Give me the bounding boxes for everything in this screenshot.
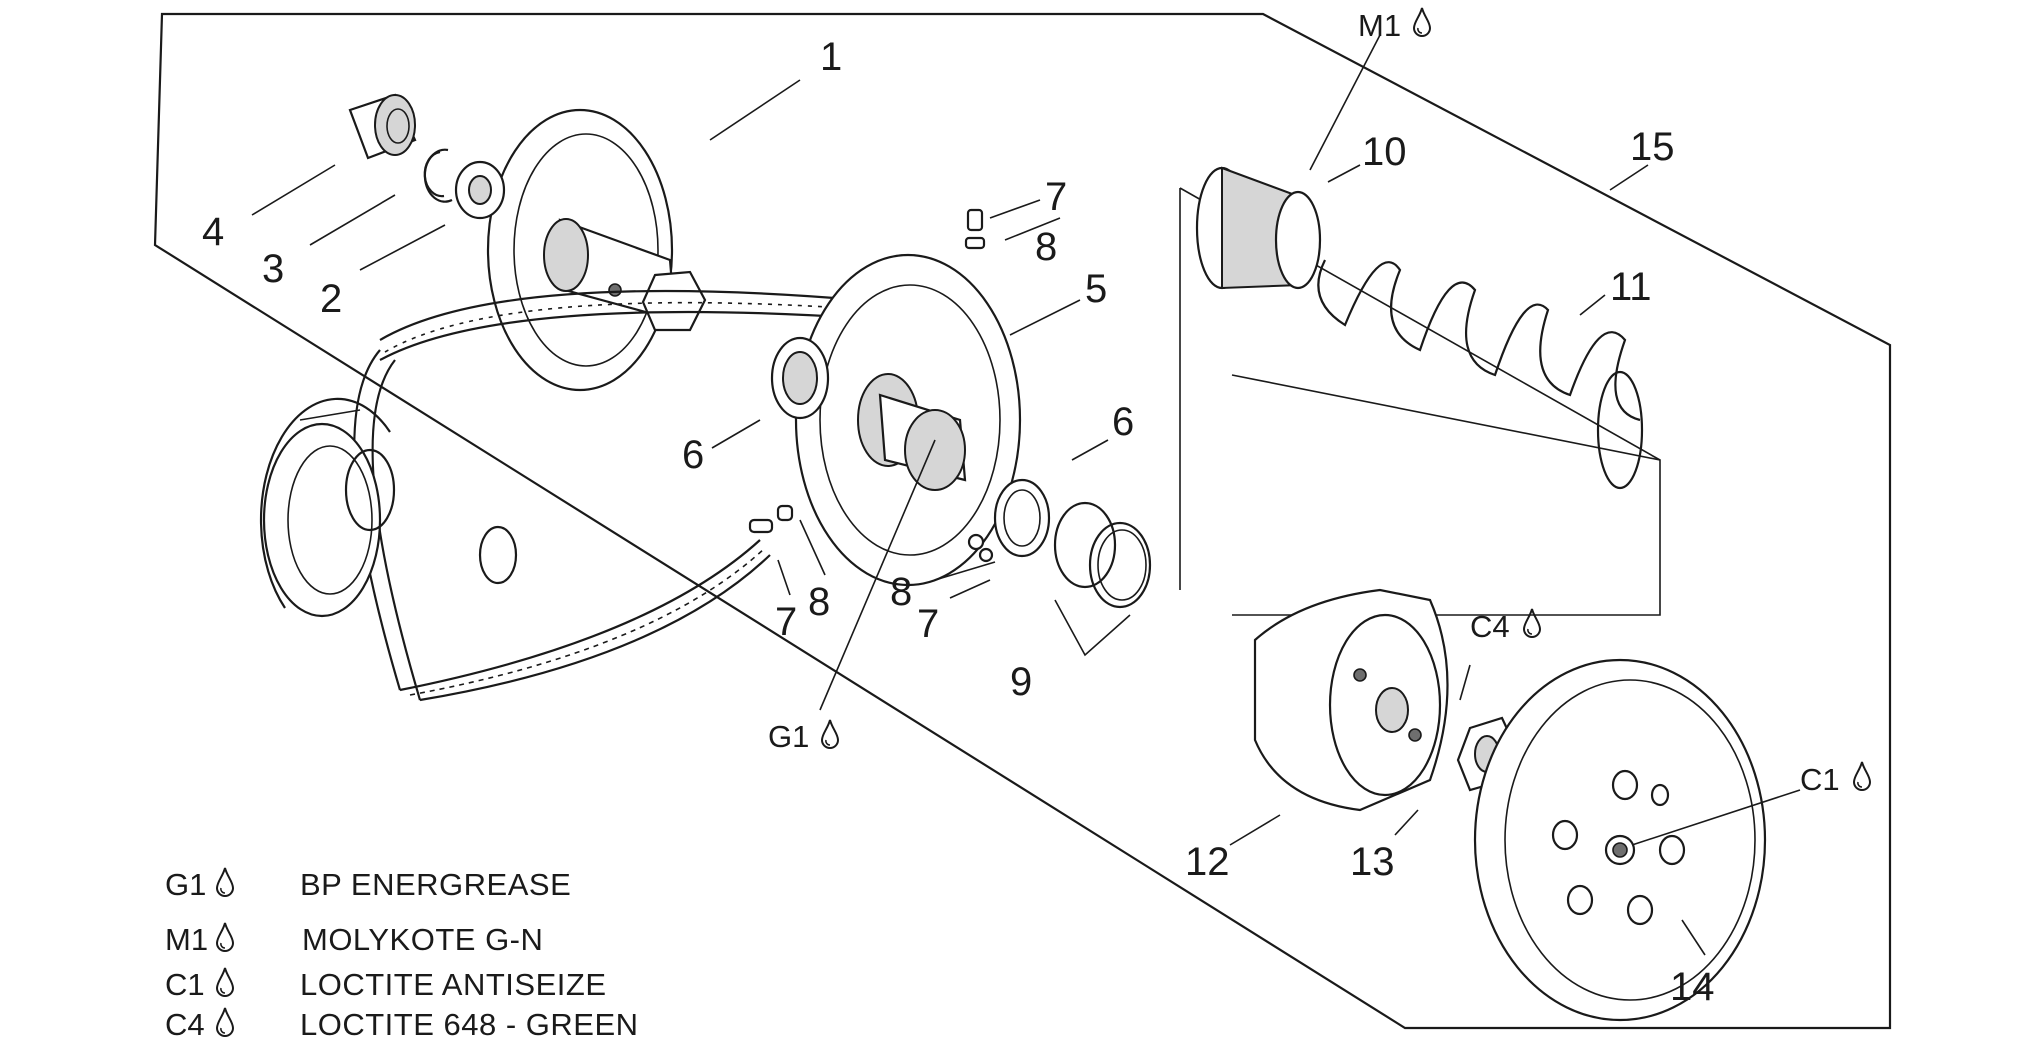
callout-13: 13: [1350, 840, 1395, 884]
guide-pins: [748, 208, 994, 563]
clutch-assembly: [1253, 588, 1449, 812]
drop-icon: [216, 1007, 234, 1037]
callout-2: 2: [320, 277, 342, 321]
marker-c4: C4: [1470, 609, 1510, 644]
callout-11: 11: [1610, 265, 1652, 309]
circlip: [423, 148, 453, 203]
callout-12: 12: [1185, 840, 1230, 884]
callout-7c: 7: [917, 602, 939, 646]
roller-bearing: [348, 93, 417, 160]
callout-labels: 1 2 3 4 5 6 6 7 7 7 8 8 8 9 10 11 12 13 …: [202, 35, 1715, 1009]
marker-m1: M1: [1358, 8, 1401, 43]
bearing: [454, 160, 506, 220]
callout-8c: 8: [890, 570, 912, 614]
lubricant-markers: M1 G1 C4 C1: [768, 7, 1871, 797]
movable-pulley-half: [794, 253, 1022, 587]
callout-7a: 7: [1045, 175, 1067, 219]
drop-icon: [1853, 761, 1871, 791]
drive-pulley-half: [486, 108, 707, 392]
legend-code-m1: M1: [165, 922, 208, 957]
drop-icon: [216, 922, 234, 952]
callout-10: 10: [1362, 130, 1407, 174]
drop-icon: [1413, 7, 1431, 37]
legend-name-g1: BP ENERGREASE: [300, 867, 571, 902]
marker-g1: G1: [768, 719, 809, 754]
callout-3: 3: [262, 247, 284, 291]
sleeve: [1195, 166, 1322, 290]
ring: [259, 397, 391, 609]
callout-5: 5: [1085, 267, 1107, 311]
legend-code-c1: C1: [165, 967, 205, 1002]
callout-6a: 6: [682, 433, 704, 477]
callout-4: 4: [202, 210, 224, 254]
legend-name-c4: LOCTITE 648 - GREEN: [300, 1007, 639, 1041]
oil-seal: [993, 478, 1051, 558]
drop-icon: [216, 867, 234, 897]
callout-1: 1: [820, 35, 842, 79]
legend-code-g1: G1: [165, 867, 206, 902]
lubricant-legend: G1 BP ENERGREASE M1 MOLYKOTE G-N C1 LOCT…: [165, 867, 639, 1042]
leader-lines: [251, 34, 1801, 956]
legend-name-c1: LOCTITE ANTISEIZE: [300, 967, 607, 1002]
marker-c1: C1: [1800, 762, 1840, 797]
spring: [1317, 259, 1644, 490]
callout-9: 9: [1010, 660, 1032, 704]
legend-code-c4: C4: [165, 1007, 205, 1041]
callout-15: 15: [1630, 125, 1675, 169]
callout-14: 14: [1670, 965, 1715, 1009]
callout-7b: 7: [775, 600, 797, 644]
clutch-bell: [1473, 658, 1767, 1022]
callout-8b: 8: [808, 580, 830, 624]
oil-seal: [770, 336, 830, 420]
drop-icon: [1523, 608, 1541, 638]
o-rings: [1053, 501, 1152, 609]
callout-8a: 8: [1035, 225, 1057, 269]
legend-name-m1: MOLYKOTE G-N: [302, 922, 543, 957]
callout-6b: 6: [1112, 400, 1134, 444]
driven-pulley: [262, 409, 518, 618]
drop-icon: [821, 719, 839, 749]
drop-icon: [216, 967, 234, 997]
